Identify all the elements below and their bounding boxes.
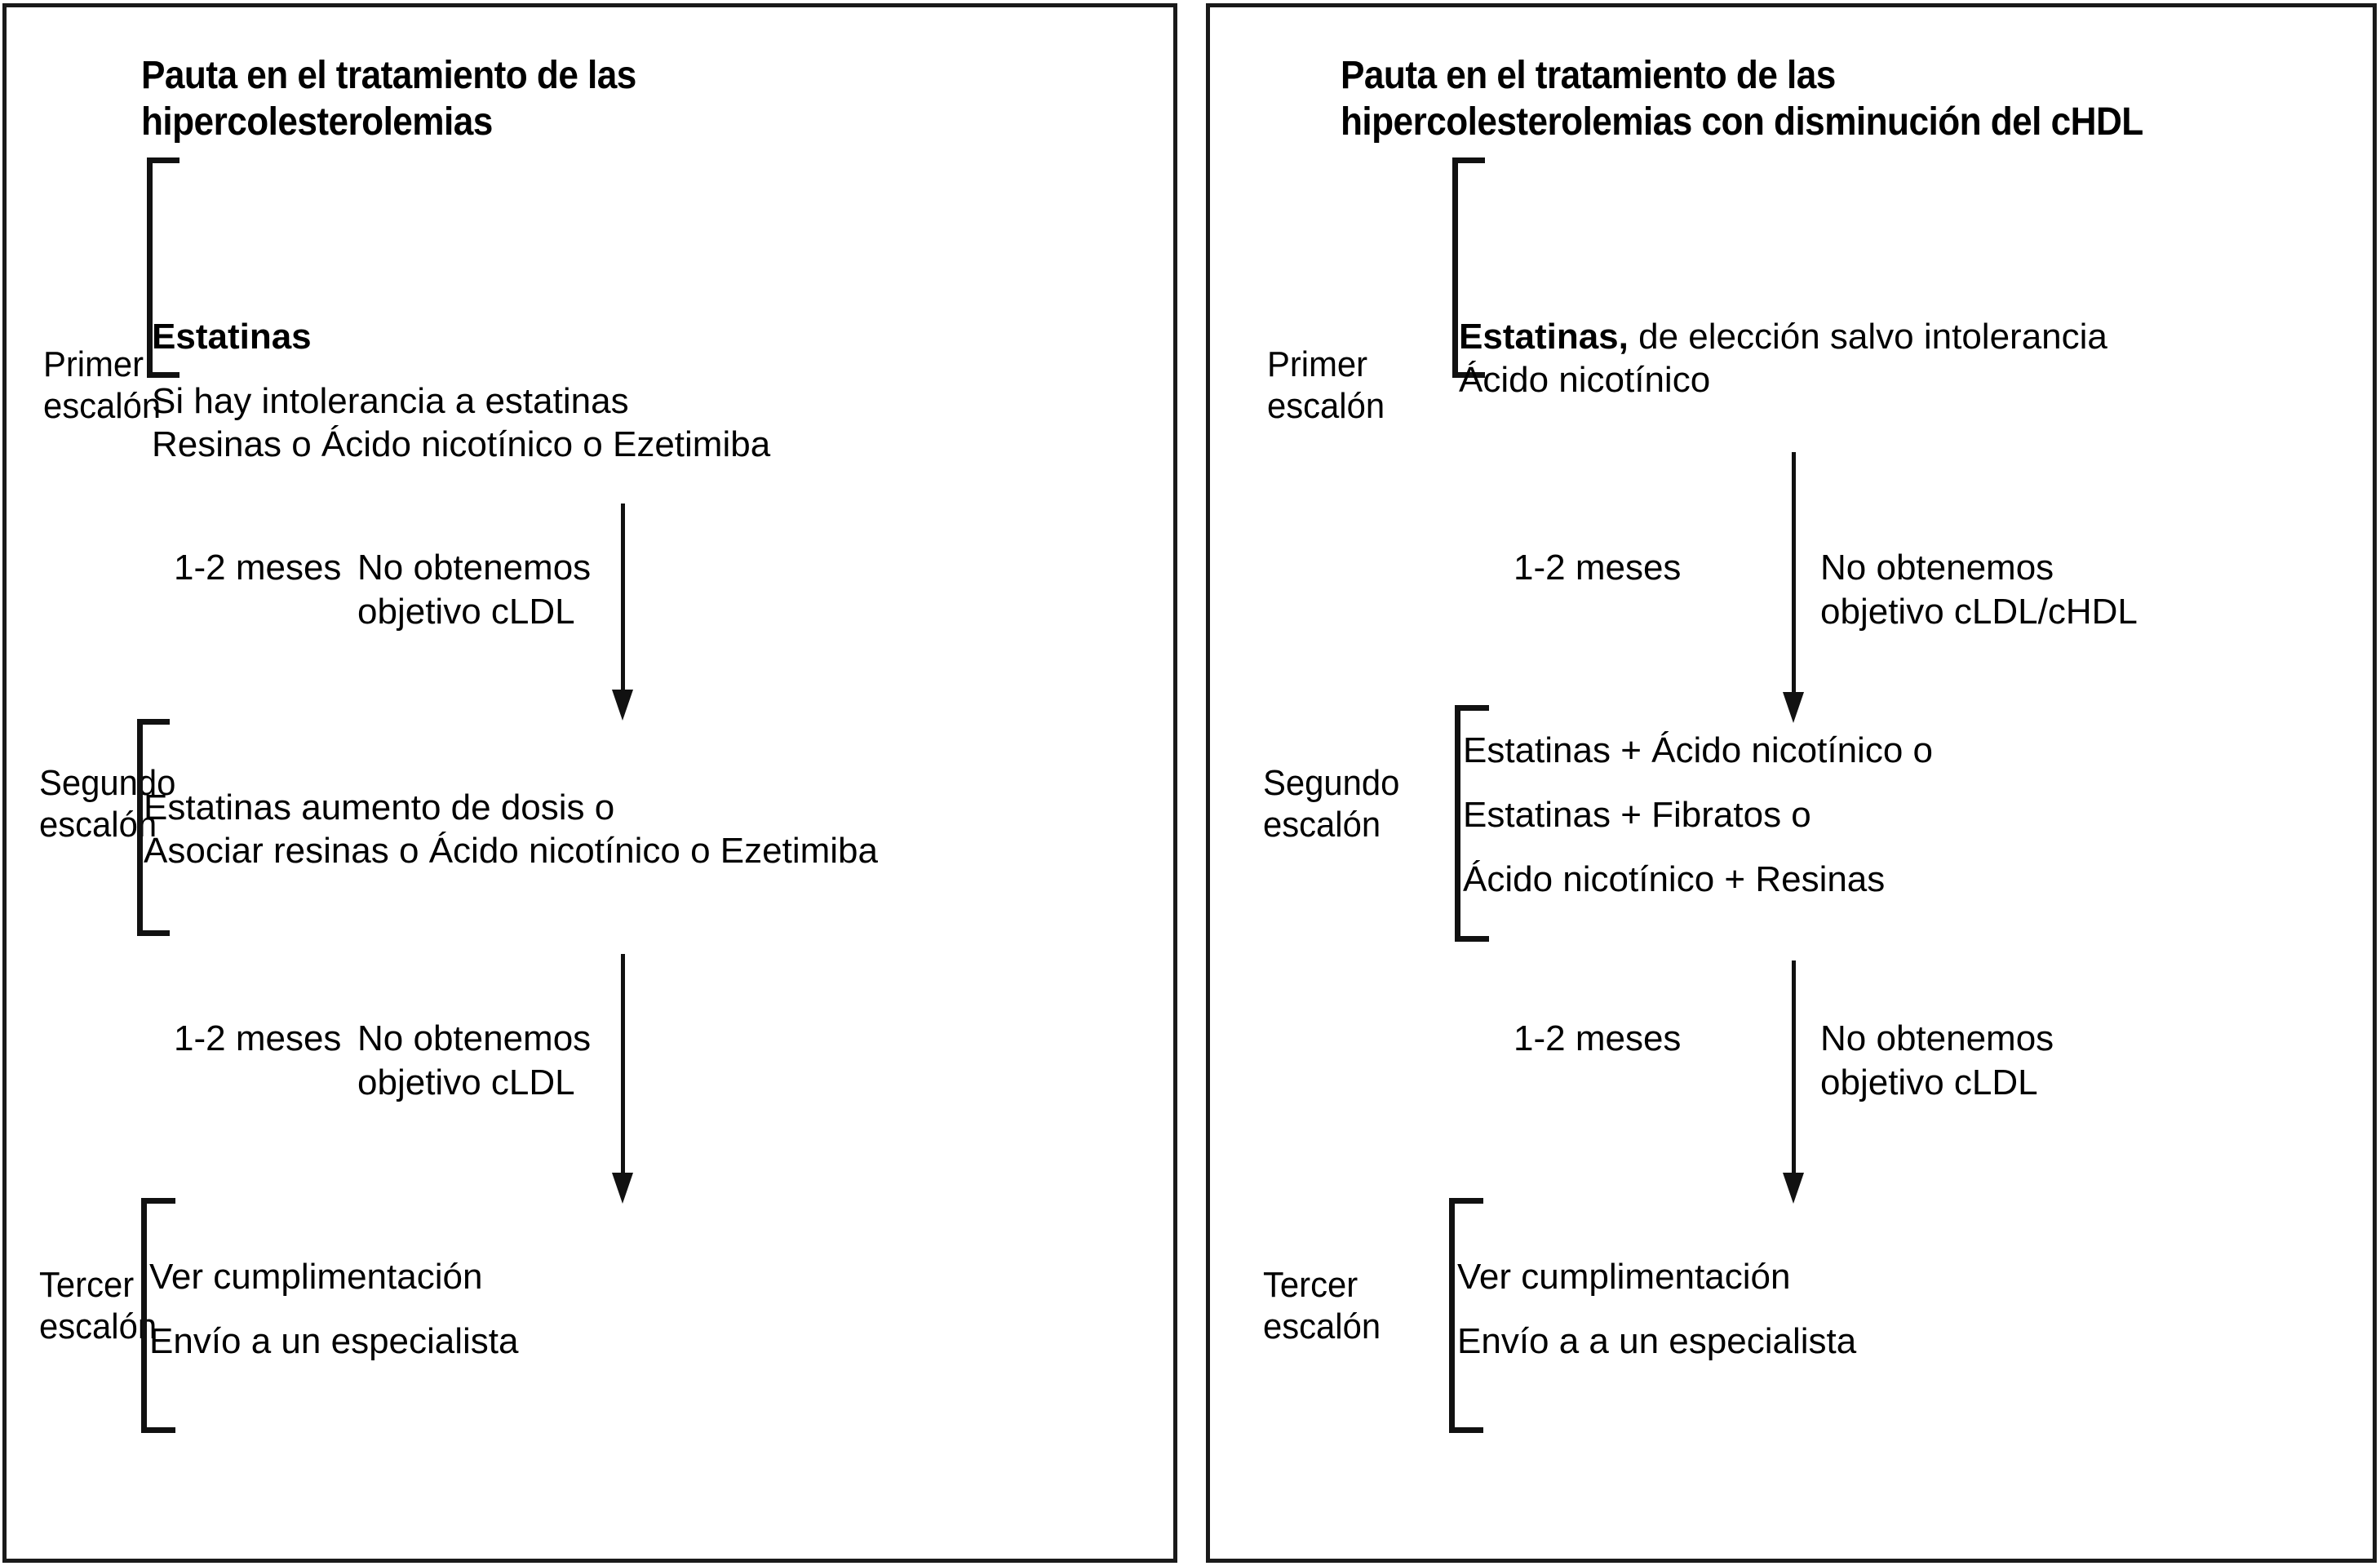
panel-title: Pauta en el tratamiento de las hipercole… (1341, 54, 2143, 144)
step-content-segundo-escalon: Estatinas + Ácido nicotínico o Estatinas… (1463, 730, 2344, 901)
step-line: Envío a a un especialista (1457, 1320, 2338, 1364)
step-line: Asociar resinas o Ácido nicotínico o Eze… (144, 830, 1123, 873)
step-line: Envío a un especialista (149, 1320, 1088, 1364)
step-line-text: Estatinas aumento de dosis o (144, 787, 615, 827)
arrow-primer-to-segundo (612, 504, 633, 721)
transition-reason-2: No obtenemos objetivo cLDL (1820, 1018, 2054, 1102)
transition-duration-1: 1-2 meses (1514, 548, 1682, 588)
step-content-tercer-escalon: Ver cumplimentación Envío a un especiali… (149, 1256, 1088, 1364)
step-line-text: de elección salvo intolerancia (1628, 317, 2107, 357)
step-line: Estatinas aumento de dosis o (144, 787, 1123, 830)
step-line: Ver cumplimentación (149, 1256, 1088, 1299)
step-line-text: Estatinas + Ácido nicotínico o (1463, 730, 1933, 770)
arrow-primer-to-segundo (1783, 452, 1804, 723)
step-line-text: Resinas o Ácido nicotínico o Ezetimiba (152, 424, 771, 464)
transition-duration-2: 1-2 meses (1514, 1018, 1682, 1058)
step-line-emphasis: Estatinas (152, 317, 312, 357)
arrow-segundo-to-tercer (1783, 960, 1804, 1207)
panel-title: Pauta en el tratamiento de las hipercole… (141, 54, 636, 144)
step-line: Estatinas, de elección salvo intoleranci… (1459, 316, 2356, 359)
arrow-shaft (621, 954, 625, 1173)
step-label-primer-escalon: Primer escalón (1267, 344, 1385, 427)
step-line-text: Estatinas + Fibratos o (1463, 794, 1811, 835)
step-line: Resinas o Ácido nicotínico o Ezetimiba (152, 424, 1098, 467)
step-content-primer-escalon: Estatinas Si hay intolerancia a estatina… (152, 316, 1098, 466)
step-content-tercer-escalon: Ver cumplimentación Envío a a un especia… (1457, 1256, 2338, 1364)
step-line: Estatinas (152, 316, 1098, 359)
step-line-text: Ver cumplimentación (1457, 1257, 1791, 1297)
step-label-segundo-escalon: Segundo escalón (1263, 763, 1400, 845)
arrow-shaft (1792, 452, 1796, 692)
transition-duration-2: 1-2 meses (174, 1018, 342, 1058)
transition-reason-1: No obtenemos objetivo cLDL (357, 548, 592, 632)
arrow-head (1783, 692, 1804, 723)
transition-duration-1: 1-2 meses (174, 548, 342, 588)
arrow-shaft (1792, 960, 1796, 1173)
step-line: Estatinas + Fibratos o (1463, 794, 2344, 837)
step-line: Estatinas + Ácido nicotínico o (1463, 730, 2344, 773)
arrow-head (612, 1173, 633, 1204)
panel-hipercolesterolemias-chdl: Pauta en el tratamiento de las hipercole… (1206, 3, 2377, 1563)
transition-reason-1: No obtenemos objetivo cLDL/cHDL (1820, 548, 2138, 632)
step-line: Si hay intolerancia a estatinas (152, 380, 1098, 424)
arrow-segundo-to-tercer (612, 954, 633, 1207)
step-line-text: Ácido nicotínico (1459, 359, 1711, 400)
arrow-head (1783, 1173, 1804, 1204)
step-label-primer-escalon: Primer escalón (43, 344, 162, 427)
arrow-shaft (621, 504, 625, 690)
panel-hipercolesterolemias: Pauta en el tratamiento de las hipercole… (2, 3, 1177, 1563)
step-line: Ácido nicotínico (1459, 359, 2356, 402)
step-line-text: Si hay intolerancia a estatinas (152, 380, 629, 421)
step-line-text: Envío a a un especialista (1457, 1320, 1857, 1361)
transition-reason-2: No obtenemos objetivo cLDL (357, 1018, 592, 1102)
step-line: Ácido nicotínico + Resinas (1463, 858, 2344, 902)
step-label-tercer-escalon: Tercer escalón (1263, 1265, 1381, 1347)
arrow-head (612, 690, 633, 721)
step-line-text: Ácido nicotínico + Resinas (1463, 858, 1886, 899)
step-line-text: Asociar resinas o Ácido nicotínico o Eze… (144, 830, 878, 871)
step-line-text: Ver cumplimentación (149, 1257, 483, 1297)
step-line-text: Envío a un especialista (149, 1320, 519, 1361)
step-label-tercer-escalon: Tercer escalón (39, 1265, 157, 1347)
step-line: Ver cumplimentación (1457, 1256, 2338, 1299)
step-line-emphasis: Estatinas, (1459, 317, 1629, 357)
step-content-segundo-escalon: Estatinas aumento de dosis o Asociar res… (144, 787, 1123, 873)
step-content-primer-escalon: Estatinas, de elección salvo intoleranci… (1459, 316, 2356, 402)
